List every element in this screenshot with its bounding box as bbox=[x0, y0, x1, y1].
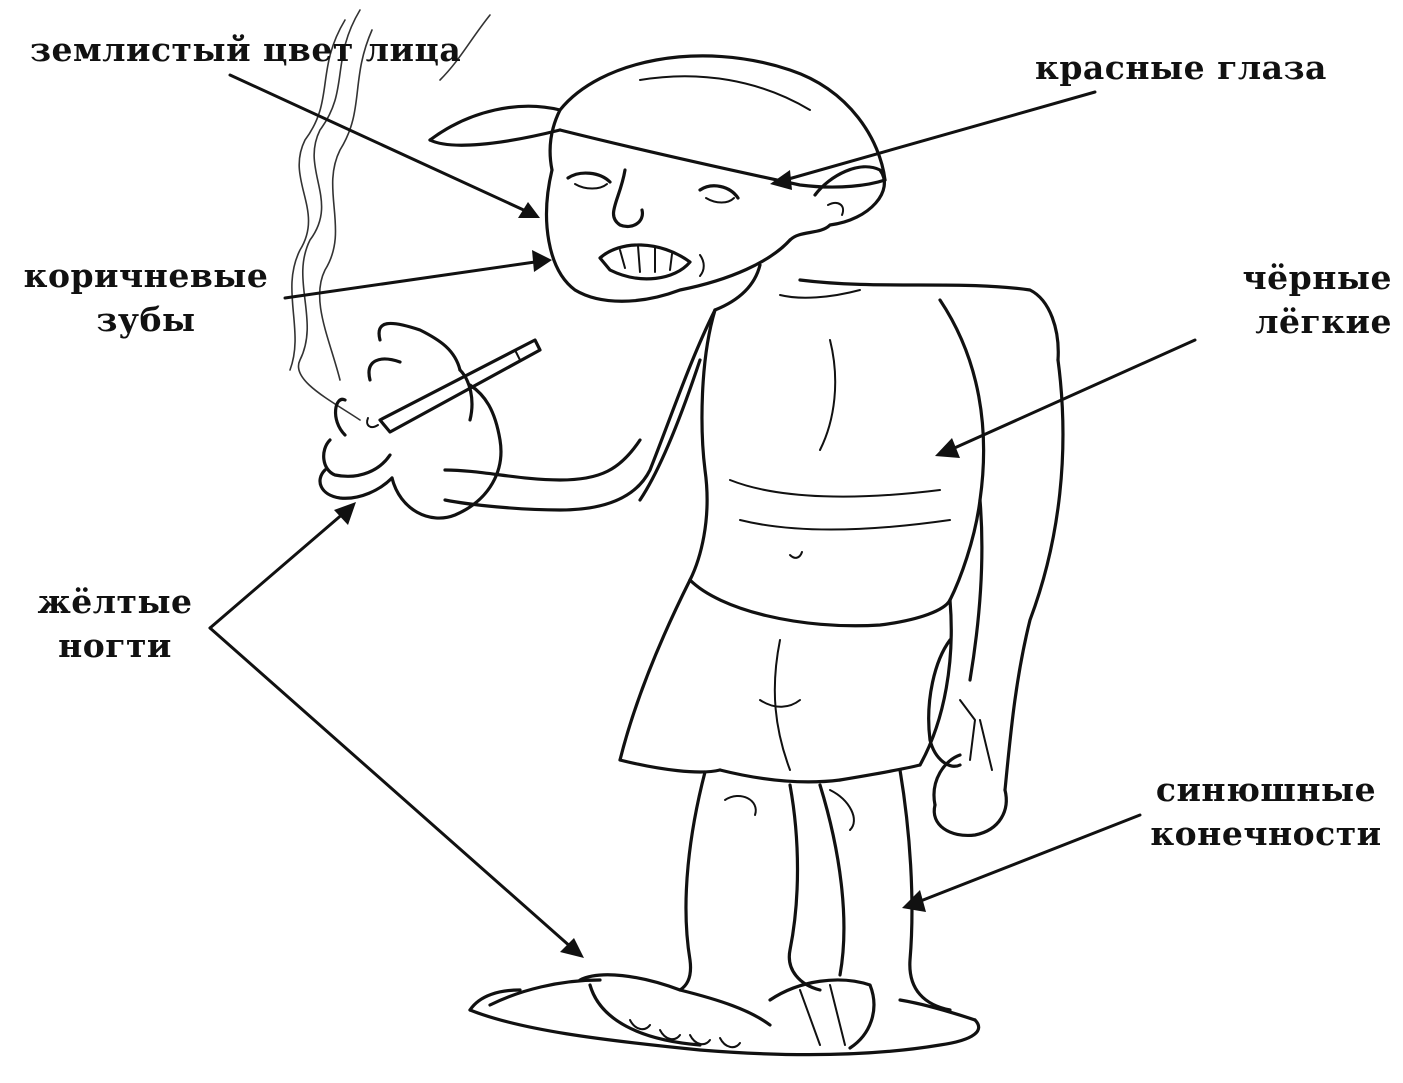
label-limbs: синюшные конечности bbox=[1140, 768, 1392, 856]
label-lungs: чёрные лёгкие bbox=[1180, 256, 1392, 344]
annotation-arrows bbox=[210, 75, 1195, 958]
label-limbs-line2: конечности bbox=[1140, 812, 1392, 856]
arrow-nails-foot bbox=[210, 628, 572, 948]
arrow-nails-hand bbox=[210, 512, 345, 628]
arrow-teeth bbox=[285, 262, 535, 298]
torso bbox=[690, 265, 1058, 600]
label-teeth: коричневые зубы bbox=[12, 254, 280, 342]
left-arm-with-cigarette bbox=[320, 310, 715, 518]
label-face: землистый цвет лица bbox=[30, 28, 461, 72]
baseball-cap bbox=[430, 56, 885, 187]
shorts bbox=[620, 580, 951, 782]
label-eyes-text: красные глаза bbox=[1035, 46, 1327, 90]
label-lungs-line2: лёгкие bbox=[1180, 300, 1392, 344]
label-limbs-line1: синюшные bbox=[1140, 768, 1392, 812]
label-lungs-line1: чёрные bbox=[1180, 256, 1392, 300]
label-teeth-line1: коричневые bbox=[12, 254, 280, 298]
arrow-limbs bbox=[918, 815, 1140, 902]
label-eyes: красные глаза bbox=[1035, 46, 1327, 90]
label-teeth-line2: зубы bbox=[12, 298, 280, 342]
label-nails: жёлтые ногти bbox=[20, 580, 210, 668]
legs bbox=[680, 770, 950, 1010]
label-nails-line1: жёлтые bbox=[20, 580, 210, 624]
flip-flops bbox=[470, 975, 979, 1055]
label-nails-line2: ногти bbox=[20, 624, 210, 668]
right-arm bbox=[929, 360, 1063, 835]
label-face-text: землистый цвет лица bbox=[30, 28, 461, 72]
arrow-lungs bbox=[950, 340, 1195, 450]
arrow-eyes bbox=[785, 92, 1095, 180]
